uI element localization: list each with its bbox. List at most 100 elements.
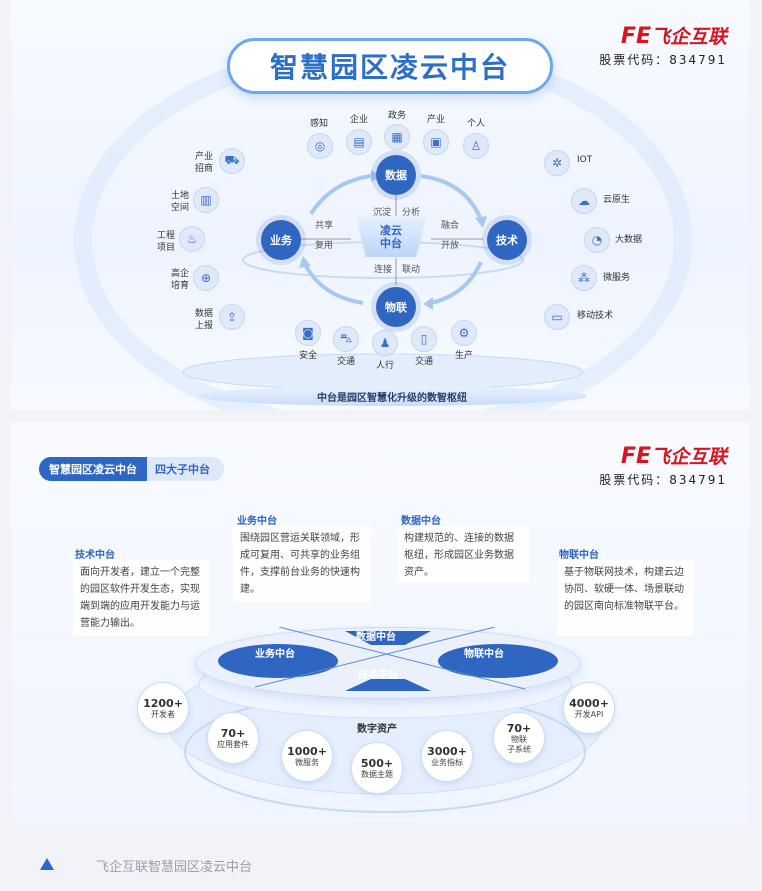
left-item-label: 高企 培育 (170, 269, 189, 291)
left-item-label: 产业 招商 (194, 152, 213, 174)
sensor-icon: ◎ (307, 133, 333, 159)
stat-number: 70+ (506, 721, 532, 735)
stat-number: 1000+ (287, 744, 327, 758)
label-share: 共享 (315, 221, 334, 231)
page-title: 智慧园区凌云中台 (227, 38, 553, 94)
section-tag: 智慧园区凌云中台 四大子中台 (39, 457, 224, 481)
card-tech: 面向开发者，建立一个完整的园区软件开发生态，实现端到端的应用开发能力与运营能力输… (73, 560, 209, 636)
cloud-native-icon: ☁ (571, 188, 597, 214)
industry-icon: ▣ (423, 129, 449, 155)
digital-assets-label: 数字资产 (357, 724, 397, 735)
stat-bubble: 1200+ 开发者 (137, 682, 189, 734)
node-tech: 技术 (487, 220, 527, 260)
right-item-label: 云原生 (603, 195, 631, 205)
card-iot: 基于物联网技术，构建云边协同、软硬一体、场景联动的园区南向标准物联平台。 (557, 560, 693, 636)
right-item-label: 大数据 (615, 235, 643, 245)
card-body: 面向开发者，建立一个完整的园区软件开发生态，实现端到端的应用开发能力与运营能力输… (80, 567, 200, 629)
stat-label: 开发API (574, 709, 604, 719)
stat-label: 业务指标 (431, 757, 463, 767)
company-logo: FE飞企互联 股票代码：834791 (599, 22, 727, 68)
top-item-label: 产业 (426, 115, 445, 125)
logo-brand-text: 飞企互联 (650, 26, 727, 48)
center-hub: 凌云 中台 (356, 217, 426, 257)
top-item-label: 个人 (466, 119, 485, 129)
top-item-label: 企业 (349, 115, 368, 125)
disc-label-business: 业务中台 (255, 649, 295, 660)
land-space-icon: ▥ (193, 187, 219, 213)
card-body: 围绕园区营运关联领域，形成可复用、可共享的业务组件，支撑前台业务的快速构建。 (240, 533, 360, 595)
investment-icon: ⛟ (219, 148, 245, 174)
right-item-label: IOT (577, 155, 593, 165)
government-icon: ▦ (384, 124, 410, 150)
node-business: 业务 (261, 220, 301, 260)
right-item-label: 微服务 (603, 273, 631, 283)
label-fuse: 融合 (441, 221, 460, 231)
stat-number: 3000+ (427, 744, 467, 758)
stat-bubble: 70+ 应用套件 (207, 712, 259, 764)
label-link: 联动 (402, 265, 421, 275)
bottom-item-label: 人行 (375, 361, 394, 371)
stat-number: 70+ (220, 726, 246, 740)
page-title-text: 智慧园区凌云中台 (269, 51, 510, 84)
label-analyze: 分析 (402, 208, 421, 218)
production-icon: ⚙ (451, 320, 477, 346)
image-caption: 飞企互联智慧园区凌云中台 (96, 860, 253, 875)
bottom-item-label: 生产 (454, 351, 473, 361)
stat-number: 4000+ (569, 696, 609, 710)
stat-number: 1200+ (143, 696, 183, 710)
bottom-item-label: 交通 (336, 357, 355, 367)
base-caption: 中台是园区智慧化升级的数智枢纽 (197, 386, 587, 406)
disc-label-tech: 技术中台 (358, 670, 398, 681)
pedestrian-icon: ♟ (372, 330, 398, 356)
company-logo: FE飞企互联 股票代码：834791 (599, 442, 727, 488)
disc-label-data: 数据中台 (356, 632, 396, 643)
card-title-business: 业务中台 (237, 516, 277, 527)
traffic-device-icon: ▯ (411, 326, 437, 352)
center-hub-line1: 凌云 (380, 224, 402, 237)
stat-bubble: 500+ 数据主题 (351, 742, 403, 794)
stock-code: 股票代码：834791 (599, 473, 727, 487)
disc-label-iot: 物联中台 (464, 649, 504, 660)
logo-fe-mark: FE (620, 24, 651, 49)
bottom-item-label: 安全 (298, 351, 317, 361)
top-item-label: 政务 (387, 111, 406, 121)
enterprise-icon: ▤ (346, 129, 372, 155)
section-tag-sub: 四大子中台 (147, 457, 224, 481)
disc-segments (218, 627, 558, 691)
stat-label: 物联 子系统 (507, 734, 531, 754)
left-item-label: 土地 空间 (170, 191, 189, 213)
bottom-item-label: 交通 (414, 357, 433, 367)
label-connect: 连接 (374, 265, 393, 275)
node-iot: 物联 (376, 287, 416, 327)
stat-label: 微服务 (295, 757, 319, 767)
report-icon: ⇪ (219, 304, 245, 330)
stock-code: 股票代码：834791 (599, 53, 727, 67)
iot-icon: ✲ (544, 150, 570, 176)
stat-label: 数据主题 (361, 769, 393, 779)
label-settle: 沉淀 (373, 208, 392, 218)
architecture-panel: FE飞企互联 股票代码：834791 智慧园区凌云中台 数据 技术 物联 业务 … (11, 0, 749, 410)
stat-label: 开发者 (151, 709, 175, 719)
stat-bubble: 70+ 物联 子系统 (493, 712, 545, 764)
camera-icon: ◙ (295, 320, 321, 346)
center-hub-line2: 中台 (380, 237, 402, 250)
section-tag-main: 智慧园区凌云中台 (39, 457, 147, 481)
card-title-tech: 技术中台 (75, 550, 115, 561)
stat-number: 500+ (360, 756, 394, 770)
left-item-label: 工程 项目 (156, 231, 175, 253)
car-icon: ⛍ (333, 326, 359, 352)
engineering-icon: ♨ (179, 226, 205, 252)
label-open: 开放 (441, 241, 460, 251)
caption-triangle-icon (40, 858, 54, 870)
label-reuse: 复用 (315, 241, 334, 251)
logo-fe-mark: FE (620, 444, 651, 469)
top-item-label: 感知 (309, 119, 328, 129)
sub-platforms-panel: FE飞企互联 股票代码：834791 智慧园区凌云中台 四大子中台 技术中台 面… (11, 422, 749, 822)
incubation-icon: ⊕ (193, 265, 219, 291)
person-icon: ♙ (463, 133, 489, 159)
stat-bubble: 3000+ 业务指标 (421, 730, 473, 782)
card-title-data: 数据中台 (401, 516, 441, 527)
logo-brand-text: 飞企互联 (650, 446, 727, 468)
node-data: 数据 (376, 155, 416, 195)
right-item-label: 移动技术 (577, 311, 614, 321)
